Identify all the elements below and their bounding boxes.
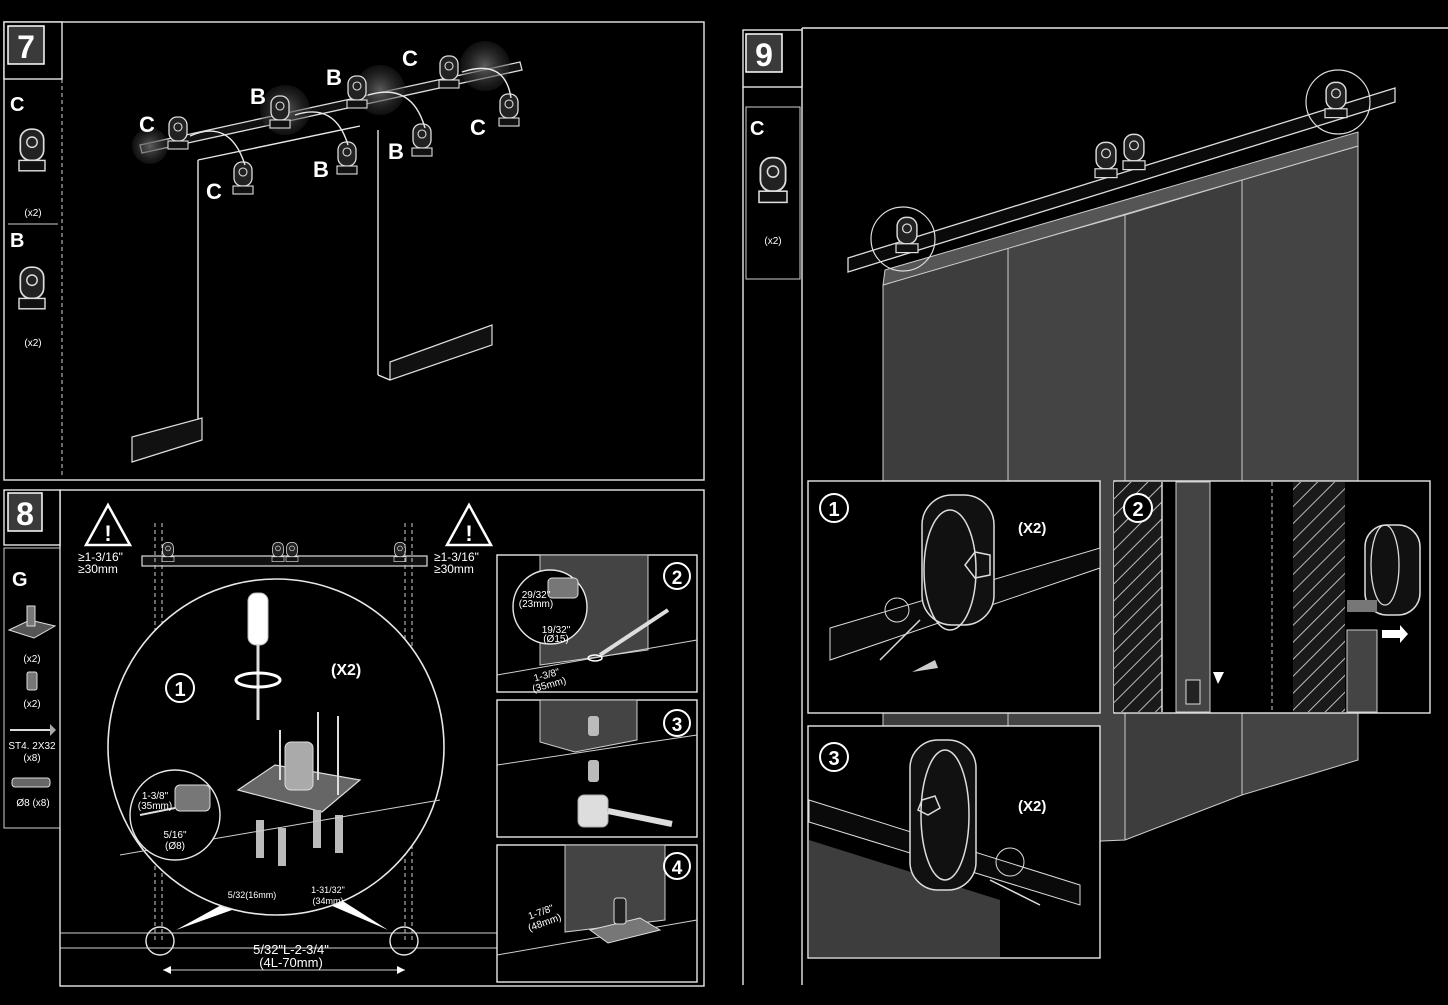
svg-text:4: 4 xyxy=(672,858,683,879)
svg-text:(x2): (x2) xyxy=(24,338,41,349)
step-8-sub-2: 2 29/32" (23mm) 19/32" (Ø15) 1-3/8" (35m… xyxy=(496,554,698,695)
svg-text:C: C xyxy=(470,115,486,140)
step-7-labels: C B B C C B B C xyxy=(139,46,486,204)
svg-text:B: B xyxy=(388,139,404,164)
svg-text:(X2): (X2) xyxy=(1018,798,1046,815)
svg-text:(35mm): (35mm) xyxy=(138,801,172,812)
svg-text:≥1-3/16": ≥1-3/16" xyxy=(434,550,479,564)
warning-icon: ! xyxy=(444,502,494,547)
svg-text:!: ! xyxy=(465,521,472,546)
drill-icon xyxy=(174,784,211,812)
svg-text:2: 2 xyxy=(1132,499,1143,521)
svg-text:(Ø8): (Ø8) xyxy=(165,841,185,852)
anchor-icon xyxy=(11,777,51,788)
svg-text:(x2): (x2) xyxy=(23,654,40,665)
svg-text:5/32(16mm): 5/32(16mm) xyxy=(228,890,277,900)
svg-text:B: B xyxy=(250,84,266,109)
svg-text:(23mm): (23mm) xyxy=(519,599,553,610)
step-9-sub-2: 2 xyxy=(1113,480,1431,714)
svg-text:B: B xyxy=(326,65,342,90)
step-8-detail-circle: 1 (X2) 5/32(16mm) 1-31/32" (34mm) xyxy=(107,578,445,916)
svg-text:29/32": 29/32" xyxy=(522,590,551,601)
svg-text:3: 3 xyxy=(828,748,839,770)
step-8-sub-4: 4 1-7/8" (48mm) xyxy=(496,844,698,983)
step-9-panel: 9 C (x2) xyxy=(742,27,1448,985)
mallet-icon xyxy=(577,794,609,828)
step-8-number: 8 xyxy=(16,496,34,532)
svg-text:≥30mm: ≥30mm xyxy=(434,562,474,576)
step-7-illustration xyxy=(131,41,523,463)
hanger-c-icon xyxy=(758,156,788,204)
svg-text:(X2): (X2) xyxy=(1018,520,1046,537)
svg-text:(X2): (X2) xyxy=(331,662,361,679)
hanger-c-icon xyxy=(18,128,46,172)
step-8-panel: 8 G (x2) (x2) ST4. 2X32 (x8) Ø8 (x8) ! ! xyxy=(3,489,705,987)
svg-text:C: C xyxy=(402,46,418,71)
screwdriver-icon xyxy=(247,592,269,646)
step-7-part-b: B (x2) xyxy=(10,230,46,349)
step-9-sub-3: 3 (X2) xyxy=(807,725,1101,959)
svg-text:(4L-70mm): (4L-70mm) xyxy=(259,955,323,970)
hanger-b-icon xyxy=(18,266,46,310)
svg-text:C: C xyxy=(10,94,24,116)
svg-text:(x2): (x2) xyxy=(764,236,781,247)
svg-text:1: 1 xyxy=(828,499,839,521)
svg-text:3: 3 xyxy=(672,715,683,736)
step-9-part-c: C (x2) xyxy=(750,118,788,247)
step-7-part-c: C (x2) xyxy=(8,94,58,225)
spacer-icon xyxy=(26,671,38,691)
svg-text:(x2): (x2) xyxy=(24,208,41,219)
clearance-right: ≥1-3/16" ≥30mm xyxy=(434,550,479,576)
svg-text:≥1-3/16": ≥1-3/16" xyxy=(78,550,123,564)
svg-text:(x8): (x8) xyxy=(23,753,40,764)
step-9-sub-1: 1 (X2) xyxy=(807,480,1101,714)
svg-text:!: ! xyxy=(104,521,111,546)
svg-text:Ø8 (x8): Ø8 (x8) xyxy=(16,798,49,809)
svg-text:(x2): (x2) xyxy=(23,699,40,710)
svg-text:C: C xyxy=(750,118,764,140)
svg-text:(34mm): (34mm) xyxy=(313,896,344,906)
step-7-panel: 7 C (x2) B (x2) xyxy=(3,21,705,481)
step-8-sub-3: 3 xyxy=(496,699,698,838)
svg-text:B: B xyxy=(10,230,24,252)
svg-text:1-31/32": 1-31/32" xyxy=(311,885,345,895)
svg-text:≥30mm: ≥30mm xyxy=(78,562,118,576)
svg-text:ST4. 2X32: ST4. 2X32 xyxy=(8,741,56,752)
warning-icon: ! xyxy=(83,502,133,547)
svg-text:G: G xyxy=(12,569,28,591)
svg-text:5/16": 5/16" xyxy=(163,830,186,841)
step-9-number: 9 xyxy=(755,37,773,73)
step-7-number: 7 xyxy=(17,29,35,65)
svg-text:19/32": 19/32" xyxy=(542,625,571,636)
svg-text:1: 1 xyxy=(174,679,185,701)
svg-text:C: C xyxy=(139,112,155,137)
svg-text:C: C xyxy=(206,179,222,204)
svg-text:2: 2 xyxy=(672,568,683,589)
bottom-dimension: 5/32"L-2-3/4" (4L-70mm) xyxy=(253,942,329,970)
floor-guide-icon xyxy=(26,605,36,627)
step-8-part-g: G (x2) (x2) ST4. 2X32 (x8) Ø8 (x8) xyxy=(7,569,57,809)
svg-text:5/32"L-2-3/4": 5/32"L-2-3/4" xyxy=(253,942,329,957)
svg-text:B: B xyxy=(313,157,329,182)
clearance-left: ≥1-3/16" ≥30mm xyxy=(78,550,123,576)
svg-text:(Ø15): (Ø15) xyxy=(543,634,569,645)
svg-text:1-3/8": 1-3/8" xyxy=(142,791,169,802)
